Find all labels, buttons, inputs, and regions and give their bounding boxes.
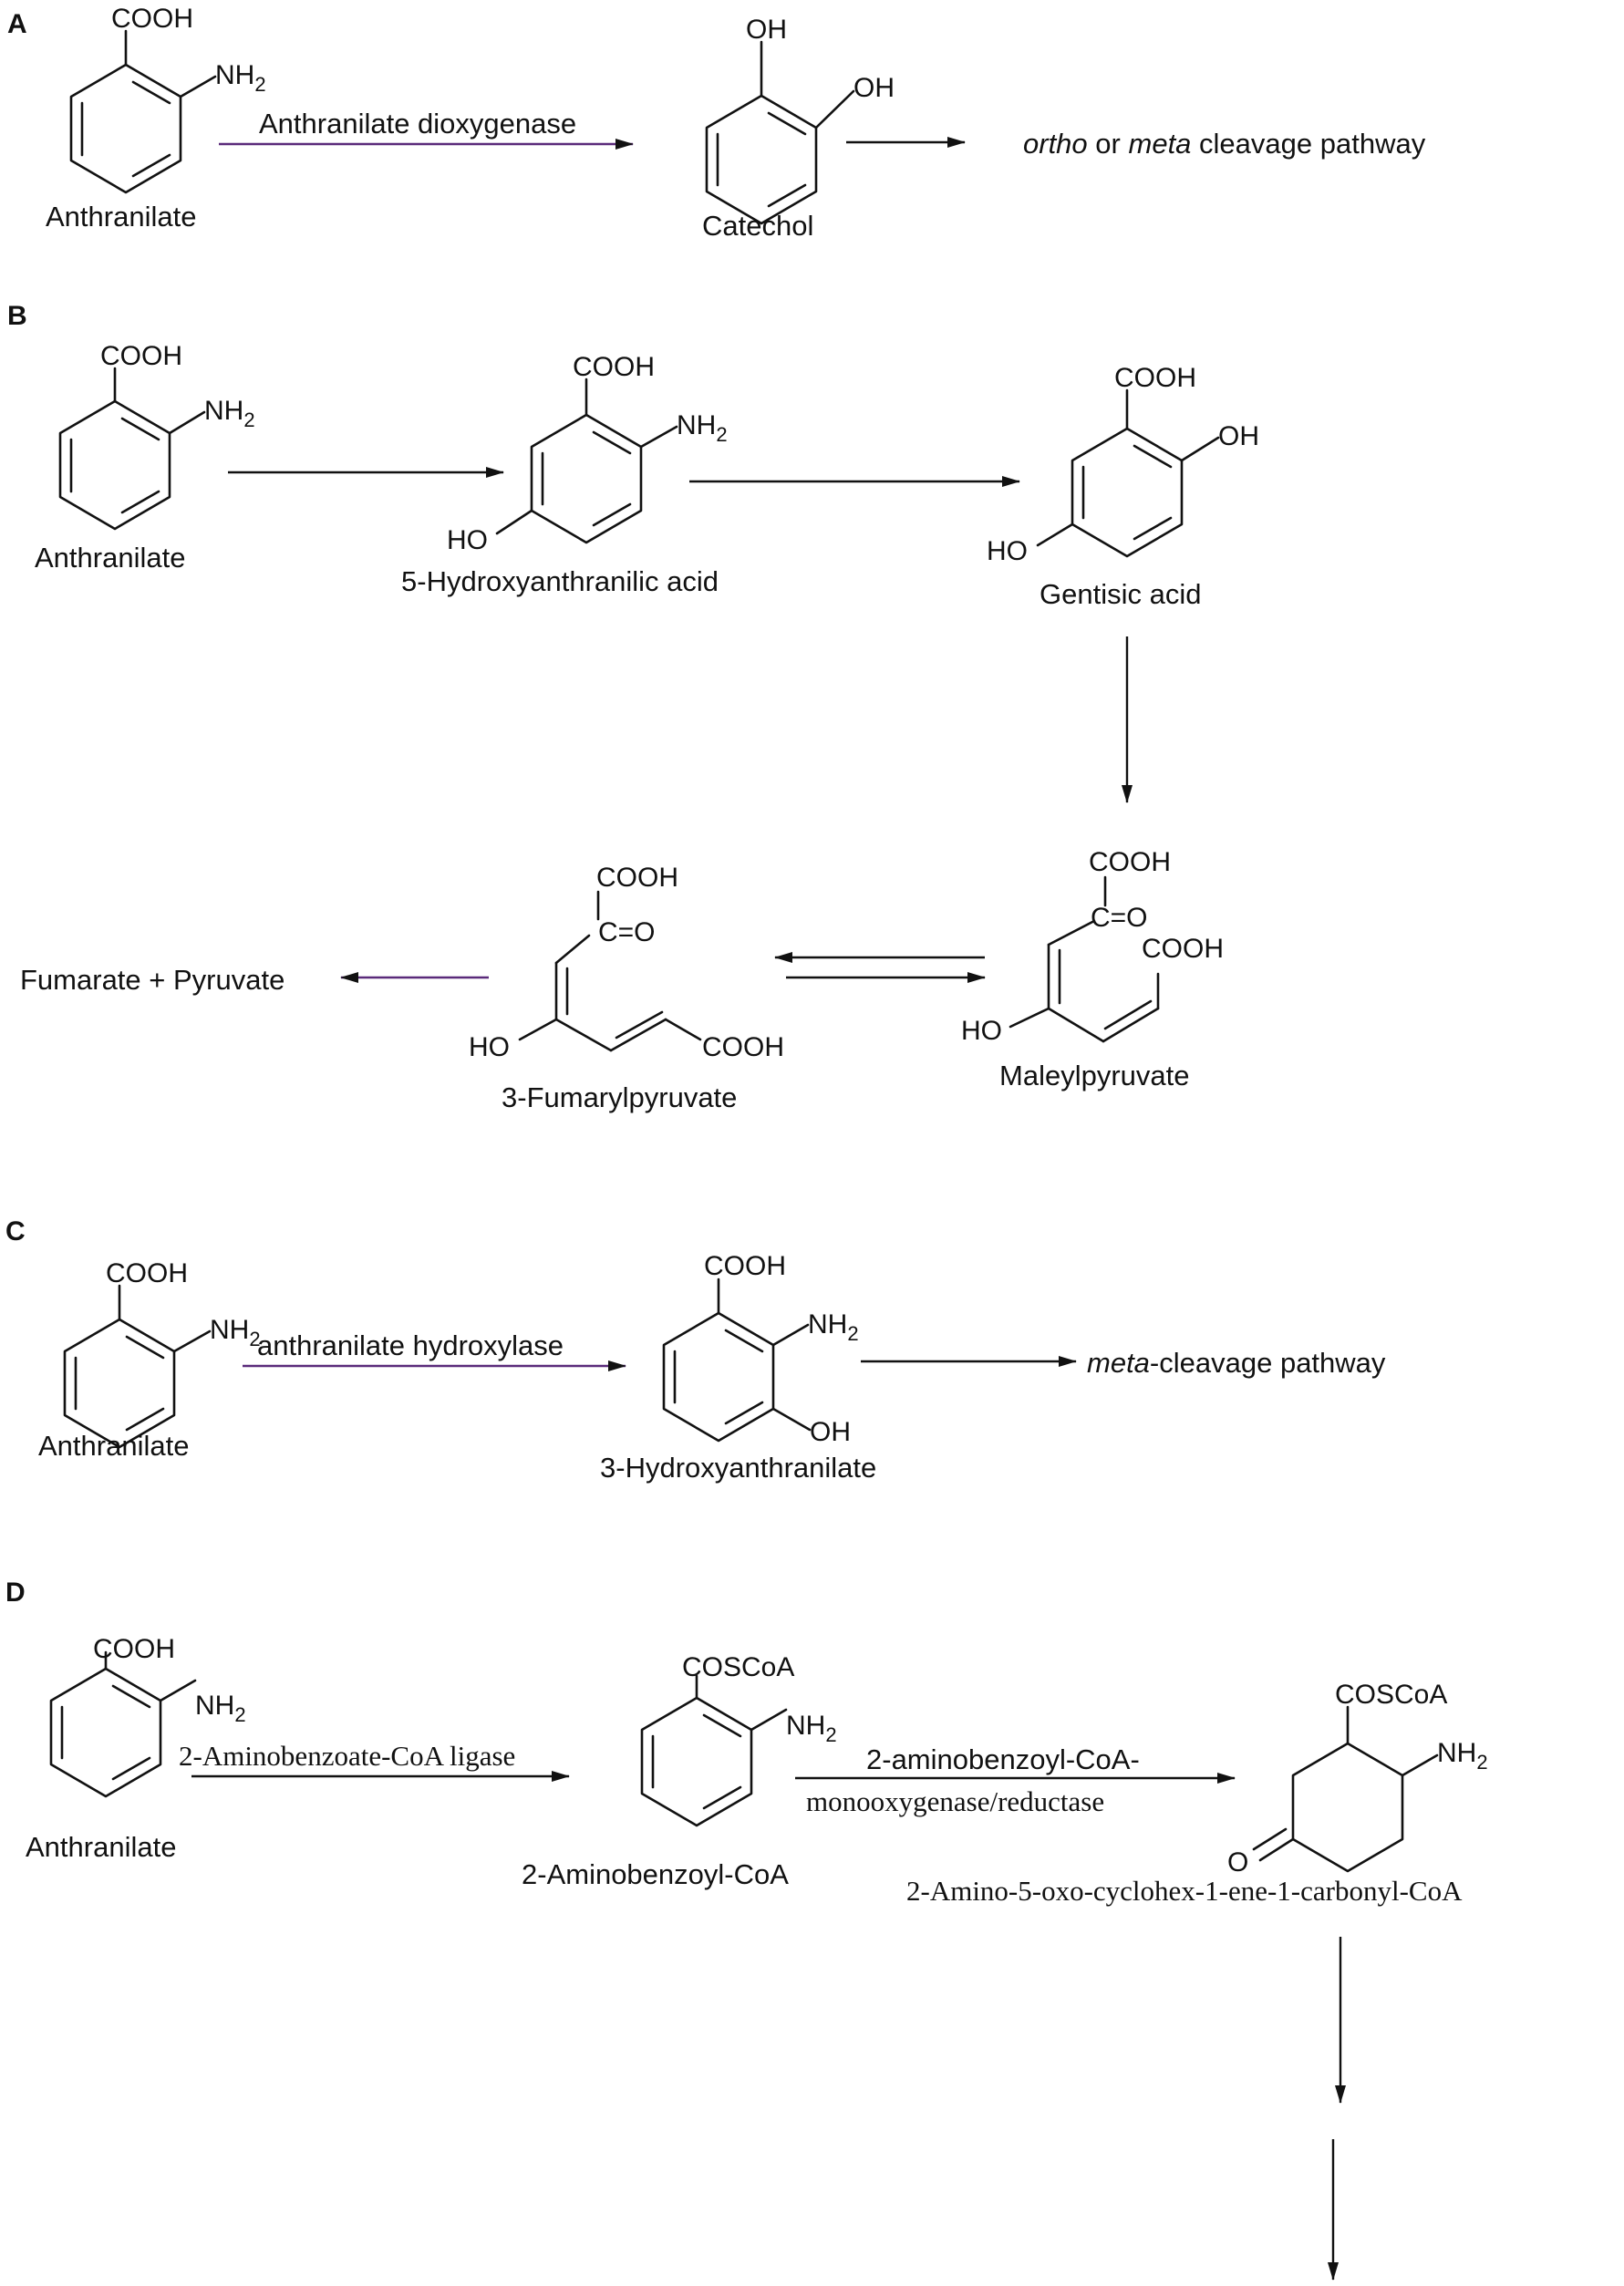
co-label: C=O (1091, 903, 1148, 933)
gentisic-structure (1036, 388, 1220, 558)
nh2-label: NH2 (195, 1691, 246, 1726)
anthranilate-name-c: Anthranilate (38, 1430, 189, 1462)
gentisic-name: Gentisic acid (1040, 578, 1201, 610)
catechol-oh-top: OH (746, 15, 787, 45)
cooh-label: COOH (111, 4, 193, 34)
nh2-label: NH2 (210, 1315, 261, 1350)
anthranilate-name-d: Anthranilate (26, 1831, 176, 1863)
ho-label: HO (469, 1032, 510, 1062)
oxo-label: O (1227, 1847, 1248, 1877)
hydroxyanthranilic-structure (495, 378, 678, 544)
cooh-label: COOH (93, 1634, 175, 1664)
fumarylpyruvate-structure (518, 890, 702, 1052)
enzyme-aminobenzoate-coa-ligase: 2-Aminobenzoate-CoA ligase (179, 1740, 515, 1772)
maleylpyruvate-name: Maleylpyruvate (999, 1060, 1189, 1091)
maleylpyruvate-structure (1009, 875, 1160, 1043)
ortho-meta-pathway: ortho or meta cleavage pathway (1023, 128, 1426, 160)
anthranilate-name-b: Anthranilate (35, 542, 185, 574)
nh2-label: NH2 (808, 1309, 859, 1345)
meta-cleavage-pathway: meta-cleavage pathway (1087, 1347, 1386, 1379)
anthranilate-structure-c (63, 1284, 212, 1449)
ho-label: HO (961, 1016, 1002, 1046)
oh-label: OH (810, 1417, 851, 1447)
enzyme-anthranilate-dioxygenase: Anthranilate dioxygenase (259, 108, 576, 140)
anthranilate-name-a: Anthranilate (46, 201, 196, 233)
enzyme-monooxygenase-line2: monooxygenase/reductase (806, 1785, 1104, 1817)
cooh-label: COOH (1089, 847, 1171, 877)
nh2-label: NH2 (677, 410, 728, 446)
fumarate-pyruvate: Fumarate + Pyruvate (20, 964, 284, 996)
ho-label: HO (447, 525, 488, 555)
enzyme-monooxygenase-line1: 2-aminobenzoyl-CoA- (866, 1743, 1140, 1775)
anthranilate-structure-b (58, 367, 206, 531)
nh2-label: NH2 (1437, 1738, 1488, 1774)
fumarylpyruvate-name: 3-Fumarylpyruvate (502, 1081, 737, 1113)
nh2-label: NH2 (204, 396, 255, 431)
hydroxyanthranilate-name: 3-Hydroxyanthranilate (600, 1452, 876, 1484)
aminobenzoyl-coa-name: 2-Aminobenzoyl-CoA (522, 1858, 789, 1890)
cooh-label: COOH (100, 341, 182, 371)
cooh-label: COOH (1142, 934, 1224, 964)
anthranilate-structure-d (49, 1650, 197, 1798)
catechol-structure (705, 40, 855, 225)
hydroxyanthranilic-name: 5-Hydroxyanthranilic acid (401, 565, 719, 597)
cooh-label: COOH (596, 863, 678, 893)
catechol-oh-side: OH (853, 73, 895, 103)
panel-label-c: C (5, 1216, 26, 1246)
oh-label: OH (1218, 421, 1259, 451)
coscoa-label: COSCoA (1335, 1680, 1447, 1710)
cooh-label: COOH (702, 1032, 784, 1062)
cooh-label: COOH (1114, 363, 1196, 393)
ho-label: HO (987, 536, 1028, 566)
nh2-label: NH2 (786, 1711, 837, 1746)
panel-label-a: A (7, 9, 27, 39)
anthranilate-structure-a (69, 29, 217, 194)
hydroxyanthranilate-structure (662, 1277, 812, 1443)
panel-label-d: D (5, 1577, 26, 1608)
coscoa-label: COSCoA (682, 1652, 794, 1682)
cooh-label: COOH (106, 1258, 188, 1288)
aminobenzoyl-coa-structure (640, 1674, 788, 1827)
cyclohex-structure (1252, 1705, 1439, 1873)
cooh-label: COOH (573, 352, 655, 382)
panel-label-b: B (7, 301, 27, 331)
co-label: C=O (598, 917, 656, 947)
cyclohex-name: 2-Amino-5-oxo-cyclohex-1-ene-1-carbonyl-… (906, 1875, 1463, 1907)
nh2-label: NH2 (215, 60, 266, 96)
cooh-label: COOH (704, 1251, 786, 1281)
enzyme-anthranilate-hydroxylase: anthranilate hydroxylase (257, 1329, 564, 1361)
catechol-name: Catechol (702, 210, 813, 242)
